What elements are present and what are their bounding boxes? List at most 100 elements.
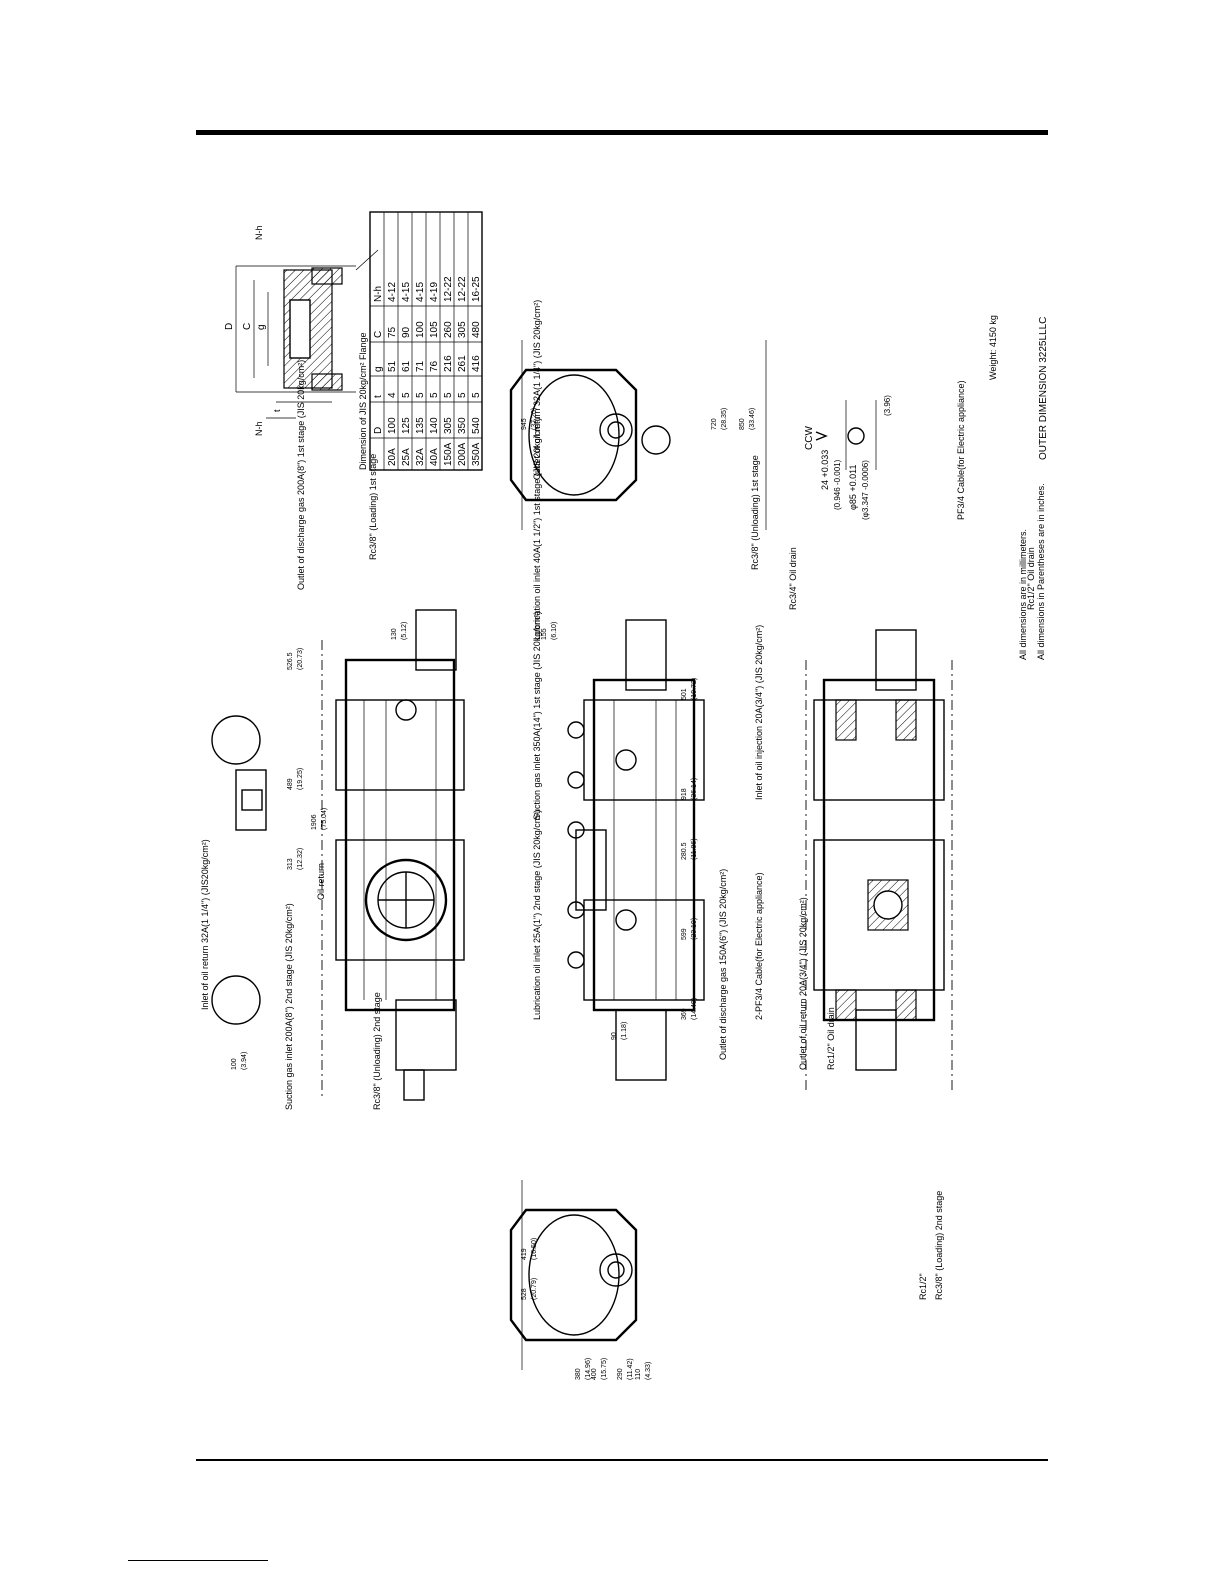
callout-label: Inlet of oil injection 20A(3/4") (JIS 20… [754, 625, 764, 800]
flange-table-cell: 75 [387, 326, 398, 338]
dimension-label: 1906 [311, 814, 318, 830]
flange-table-cell: 540 [471, 417, 482, 434]
shaft-detail: CCW 24 +0.033 (0.946 -0.001) φ85 +0.011 … [804, 395, 892, 520]
dimension-label: 400 [591, 1368, 598, 1380]
dimension-label: 489 [287, 778, 294, 790]
dimension-label: (3.94) [241, 1052, 248, 1070]
flange-table-cell: 4-12 [387, 282, 398, 302]
flange-table-cell: 90 [401, 326, 412, 338]
flange-table-cell: 100 [415, 321, 426, 338]
flange-table-cell: 16-25 [471, 276, 482, 302]
callout-label: Suction gas inlet 200A(8") 2nd stage (JI… [284, 903, 294, 1110]
flange-table-cell: 135 [415, 417, 426, 434]
dimension-label: 501 [681, 688, 688, 700]
flange-table-cell: 350 [457, 417, 468, 434]
flange-table-cell: 260 [443, 321, 454, 338]
shaft-diameter-in: (φ3.347 -0.0006) [861, 460, 870, 520]
callout-label: 2-PF3/4 Cable(for Electric appliance) [754, 872, 764, 1020]
flange-table-cell: 261 [457, 355, 468, 372]
flange-table-cell: g [373, 366, 384, 372]
dimension-label: 90 [611, 1032, 618, 1040]
callout-label: Rc1/2" [918, 1273, 928, 1300]
side-view-2 [567, 619, 705, 1081]
end-view-bottom [509, 1180, 638, 1370]
dimension-label: 369 [681, 1008, 688, 1020]
flange-table-cell: 12-22 [457, 276, 468, 302]
flange-table-cell: 105 [429, 321, 440, 338]
header-rule [196, 130, 1048, 135]
flange-table-cell: 4-19 [429, 282, 440, 302]
dimension-label: (20.73) [297, 648, 304, 670]
dimension-label: (11.06) [691, 838, 698, 860]
dimension-label: (16.50) [531, 1238, 538, 1260]
flange-table-cell: 76 [429, 360, 440, 372]
flange-table-cell: 40A [429, 448, 440, 466]
flange-table-cell: 20A [387, 448, 398, 466]
flange-table-cell: 140 [429, 417, 440, 434]
dimension-label: 599 [681, 928, 688, 940]
dimension-label: (14.96) [585, 1358, 592, 1380]
ccw-label: CCW [804, 426, 815, 450]
flange-table-cell: 305 [443, 417, 454, 434]
callout-label: Outlet of oil return 20A(3/4") (JIS 20kg… [798, 897, 808, 1070]
flange-table-cell: 5 [401, 392, 412, 398]
dimension-label: 155 [541, 628, 548, 640]
dimension-label: 100 [231, 1058, 238, 1070]
flange-label-C: C [242, 323, 253, 330]
flange-table: Dimension of JIS 20kg/cm² Flange DtgCN-h… [358, 211, 483, 471]
dimension-label: (11.42) [627, 1358, 634, 1380]
flange-table-cell: 12-22 [443, 276, 454, 302]
callout-label: Lubrication oil inlet 40A(1 1/2") 1st st… [532, 418, 542, 640]
compressor-outline-drawing: D C g t N-h N-h Dimension of JIS 20kg/cm… [200, 211, 1048, 1380]
callout-label: Outlet of discharge gas 200A(8") 1st sta… [296, 360, 306, 590]
flange-table-cell: 5 [443, 392, 454, 398]
shaft-key-depth: (3.96) [883, 395, 892, 416]
flange-table-cell: 71 [415, 360, 426, 372]
callout-label: Rc3/8" (Loading) 1st stage [368, 454, 378, 560]
callout-label: Rc3/8" (Loading) 2nd stage [934, 1191, 944, 1300]
flange-table-caption: Dimension of JIS 20kg/cm² Flange [358, 332, 368, 470]
dimension-label: (19.72) [691, 678, 698, 700]
dimension-label: (12.32) [297, 848, 304, 870]
flange-table-cell: N-h [373, 286, 384, 302]
dimension-label: 918 [681, 788, 688, 800]
callout-label: Suction gas inlet 350A(14") 1st stage (J… [532, 611, 542, 820]
dimension-label: 290 [617, 1368, 624, 1380]
dimension-label: (5.12) [401, 622, 408, 640]
flange-table-cell: 150A [443, 442, 454, 466]
flange-table-cell: 416 [471, 355, 482, 372]
dimension-label: 313 [287, 858, 294, 870]
callout-label: Rc3/8" (Unloading) 1st stage [750, 455, 760, 570]
dimension-label: (37.20) [531, 408, 538, 430]
dimension-label: (75.04) [321, 808, 328, 830]
flange-label-t: t [272, 409, 282, 412]
flange-table-cell: 5 [429, 392, 440, 398]
flange-table-cell: t [373, 395, 384, 398]
dimension-label: 280.5 [681, 842, 688, 860]
callout-label: Rc3/4" Oil drain [788, 547, 798, 610]
callout-label: Rc1/2" Oil drain [1026, 547, 1036, 610]
callout-label: Rc1/2" Oil drain [826, 1007, 836, 1070]
dimension-label: (20.79) [531, 1278, 538, 1300]
dimension-label: 945 [521, 418, 528, 430]
flange-table-cell: 4-15 [415, 282, 426, 302]
flange-table-cell: 480 [471, 321, 482, 338]
flange-table-cell: 5 [415, 392, 426, 398]
note-millimeters: All dimensions are in millimeters. [1018, 529, 1028, 660]
note-inches: All dimensions in Parentheses are in inc… [1036, 483, 1046, 660]
dimension-label: 130 [391, 628, 398, 640]
section-view [805, 629, 953, 1090]
shaft-diameter: φ85 +0.011 [848, 465, 858, 510]
callout-label: Rc3/8" (Unloading) 2nd stage [372, 992, 382, 1110]
shaft-key-width: 24 +0.033 [820, 450, 830, 490]
drawing-title: OUTER DIMENSION 3225LLLC [1038, 317, 1048, 460]
flange-table-cell: 4-15 [401, 282, 412, 302]
flange-table-cell: 61 [401, 360, 412, 372]
callout-label: Outlet of discharge gas 150A(6") (JIS 20… [718, 869, 728, 1060]
dimension-label: (14.49) [691, 998, 698, 1020]
callout-label: Oil return [316, 863, 326, 900]
flange-label-nh: N-h [254, 421, 264, 436]
footer-rule [196, 1459, 1048, 1461]
end-view-top [509, 340, 767, 530]
weight-note: Weight: 4150 kg [988, 315, 998, 380]
